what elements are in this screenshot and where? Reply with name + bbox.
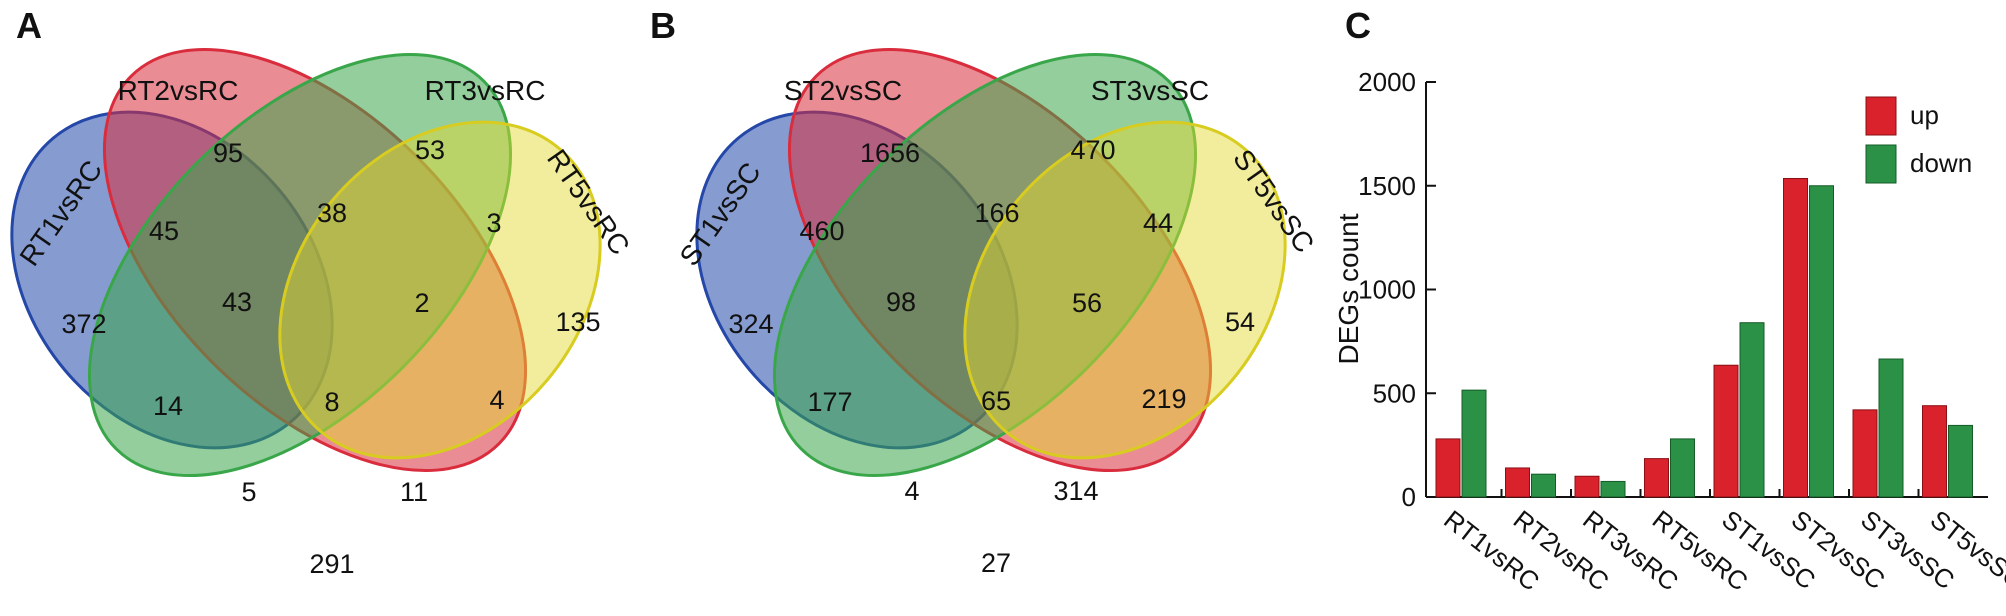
- legend-label-down: down: [1910, 148, 1972, 178]
- y-tick-label: 1500: [1358, 171, 1416, 201]
- venn-b-s124: 4: [904, 476, 919, 506]
- bar-up-ST1vsSC: [1713, 364, 1739, 498]
- venn-a-only2: 95: [213, 138, 243, 168]
- y-tick-label: 1000: [1358, 275, 1416, 305]
- bar-down-ST1vsSC: [1739, 322, 1765, 498]
- bar-down-ST3vsSC: [1878, 358, 1904, 498]
- venn-b-s234: 56: [1072, 288, 1102, 318]
- bar-down-RT5vsRC: [1670, 438, 1695, 498]
- venn-b-only1: 324: [728, 309, 773, 339]
- venn-b-only2: 1656: [860, 138, 920, 168]
- venn-a-set4-ellipse: [278, 120, 602, 460]
- venn-a-s124: 5: [241, 477, 256, 507]
- bar-up-RT5vsRC: [1644, 458, 1669, 498]
- venn-b-s24: 314: [1053, 476, 1098, 506]
- venn-a-set3-label: RT3vsRC: [425, 75, 546, 106]
- venn-b-s12: 460: [799, 216, 844, 246]
- venn-a-s24: 11: [400, 477, 428, 507]
- panel-a: A RT1vsRC RT2vsRC RT3vsRC RT5vsRC 372 95…: [10, 5, 636, 579]
- venn-a-s123: 43: [222, 287, 252, 317]
- bar-up-RT2vsRC: [1505, 467, 1530, 498]
- venn-a-ellipses: [10, 47, 602, 478]
- bar-up-ST3vsSC: [1852, 409, 1878, 498]
- y-tick-label: 2000: [1358, 67, 1416, 97]
- venn-a-s14: 291: [309, 549, 354, 579]
- venn-a-s23: 38: [317, 198, 347, 228]
- venn-a-s234: 2: [414, 288, 429, 318]
- legend-swatch-down: [1865, 144, 1897, 184]
- legend-label-up: up: [1910, 100, 1939, 130]
- venn-a-s13: 14: [153, 391, 183, 421]
- y-tick-label: 0: [1402, 482, 1416, 512]
- venn-b-set4-ellipse: [963, 120, 1287, 460]
- venn-b-only4: 54: [1225, 307, 1255, 337]
- venn-b-s23: 166: [974, 198, 1019, 228]
- bar-up-RT3vsRC: [1574, 475, 1600, 498]
- y-axis-title: DEGs count: [1333, 213, 1364, 364]
- bar-up-ST5vsSC: [1922, 405, 1947, 498]
- bar-down-RT1vsRC: [1461, 389, 1487, 498]
- venn-b-s14: 27: [981, 548, 1011, 578]
- venn-b-s123: 98: [886, 287, 916, 317]
- venn-b-set3-ellipse: [772, 52, 1198, 478]
- bar-down-ST2vsSC: [1809, 185, 1834, 498]
- bar-down-RT3vsRC: [1600, 480, 1626, 498]
- venn-b-ellipses: [695, 47, 1287, 478]
- venn-a-s1234: 8: [324, 387, 339, 417]
- venn-a-only3: 53: [415, 135, 445, 165]
- venn-b-s1234: 65: [981, 386, 1011, 416]
- venn-a-set2-label: RT2vsRC: [118, 75, 239, 106]
- venn-a-s134: 4: [489, 385, 504, 415]
- venn-a-s34: 3: [486, 208, 501, 238]
- venn-b-s13: 177: [807, 387, 852, 417]
- venn-b-only3: 470: [1070, 135, 1115, 165]
- panel-b: B ST1vsSC ST2vsSC ST3vsSC ST5vsSC 324 16…: [650, 5, 1320, 578]
- venn-b-set2-label: ST2vsSC: [784, 75, 902, 106]
- y-tick-label: 500: [1373, 378, 1416, 408]
- venn-a-s12: 45: [149, 216, 179, 246]
- venn-a-only1: 372: [61, 309, 106, 339]
- bar-down-ST5vsSC: [1948, 424, 1973, 498]
- panel-letter-c: C: [1345, 5, 1371, 46]
- venn-a-set3-ellipse: [87, 52, 513, 478]
- venn-b-set3-label: ST3vsSC: [1091, 75, 1209, 106]
- venn-b-s34: 44: [1143, 208, 1173, 238]
- venn-b-s134: 219: [1141, 384, 1186, 414]
- panel-letter-b: B: [650, 5, 676, 46]
- bar-up-RT1vsRC: [1435, 438, 1461, 498]
- legend-swatch-up: [1865, 96, 1897, 136]
- bar-up-ST2vsSC: [1783, 177, 1808, 498]
- panel-letter-a: A: [16, 5, 42, 46]
- venn-a-only4: 135: [555, 307, 600, 337]
- bar-down-RT2vsRC: [1531, 473, 1556, 498]
